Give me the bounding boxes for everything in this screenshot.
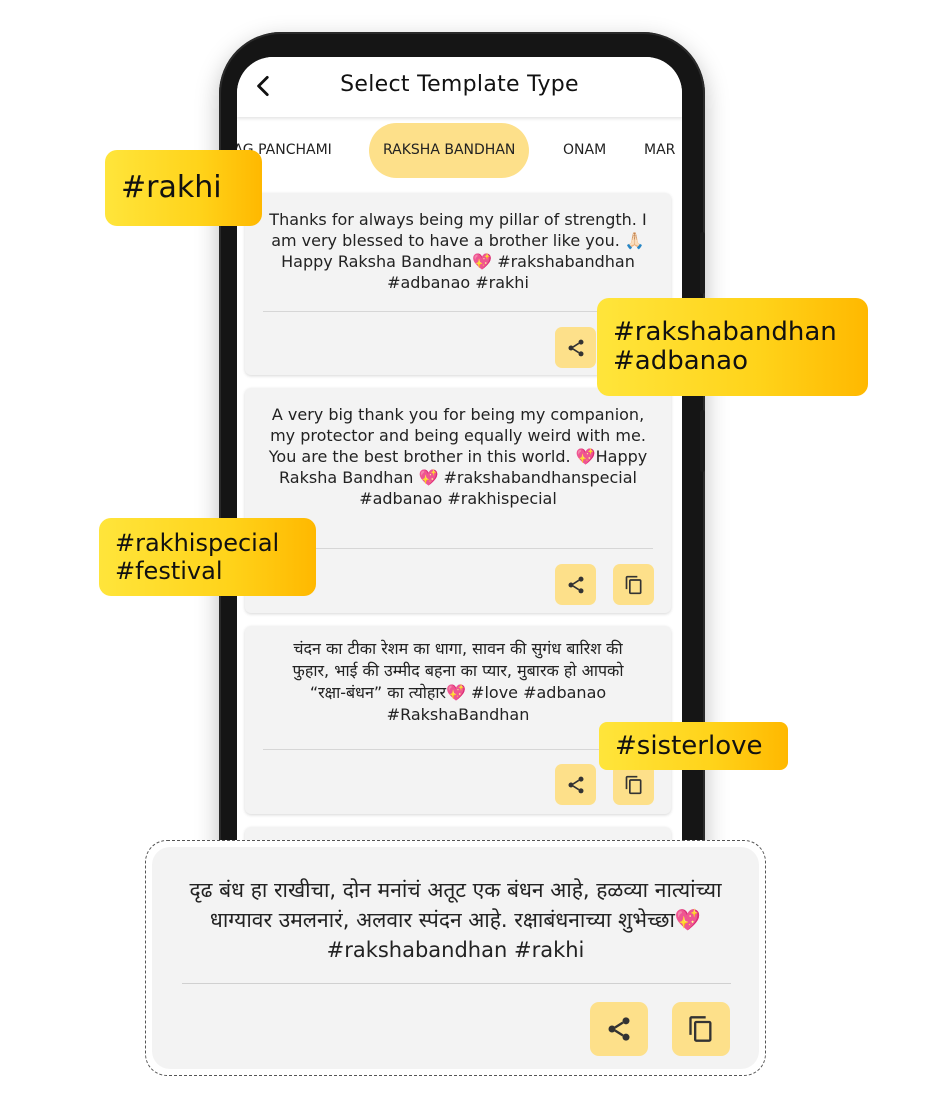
hashtag-text: #rakhi <box>121 170 222 205</box>
hashtag-callout: #rakshabandhan #adbanao <box>597 298 868 396</box>
hashtag-text: #rakhispecial <box>115 529 280 557</box>
page-title: Select Template Type <box>340 72 579 97</box>
tab-nag-panchami[interactable]: NAG PANCHAMI <box>237 142 332 158</box>
template-text: चंदन का टीका रेशम का धागा, सावन की सुगंध… <box>292 639 624 724</box>
template-card: चंदन का टीका रेशम का धागा, सावन की सुगंध… <box>245 626 671 814</box>
share-icon <box>568 776 583 793</box>
category-tabs: NAG PANCHAMI RAKSHA BANDHAN ONAM MAR <box>237 123 682 181</box>
copy-icon <box>689 1016 712 1042</box>
copy-button[interactable] <box>613 764 654 805</box>
tab-onam[interactable]: ONAM <box>563 142 607 158</box>
app-header: Select Template Type <box>237 57 682 117</box>
phone-side-button <box>700 410 705 472</box>
share-button[interactable] <box>555 564 596 605</box>
template-text: दृढ बंध हा राखीचा, दोन मनांचं अतूट एक बं… <box>189 878 722 962</box>
hashtag-callout: #rakhispecial #festival <box>99 518 316 596</box>
app-screen: Select Template Type NAG PANCHAMI RAKSHA… <box>237 57 682 1037</box>
share-icon <box>608 1017 630 1041</box>
copy-icon <box>625 775 641 794</box>
hashtag-text: #festival <box>115 557 223 585</box>
copy-button[interactable] <box>672 1002 730 1056</box>
share-button[interactable] <box>555 327 596 368</box>
hashtag-callout: #rakhi <box>105 150 262 226</box>
template-text: A very big thank you for being my compan… <box>268 405 648 508</box>
card-divider <box>263 749 653 750</box>
template-card: Thanks for always being my pillar of str… <box>245 193 671 375</box>
template-text: Thanks for always being my pillar of str… <box>269 210 647 292</box>
hashtag-callout: #sisterlove <box>599 722 788 770</box>
share-icon <box>568 339 583 356</box>
share-button[interactable] <box>555 764 596 805</box>
card-divider <box>182 983 731 984</box>
featured-card-body: दृढ बंध हा राखीचा, दोन मनांचं अतूट एक बं… <box>152 847 759 1069</box>
share-icon <box>568 576 583 593</box>
back-arrow-icon[interactable] <box>251 73 277 99</box>
template-card: A very big thank you for being my compan… <box>245 388 671 613</box>
card-divider <box>263 548 653 549</box>
copy-button[interactable] <box>613 564 654 605</box>
copy-icon <box>625 575 641 594</box>
hashtag-text: #adbanao <box>613 346 748 376</box>
featured-template-card: दृढ बंध हा राखीचा, दोन मनांचं अतूट एक बं… <box>145 840 766 1076</box>
tab-more[interactable]: MAR <box>644 142 676 158</box>
phone-side-button <box>700 232 705 294</box>
share-button[interactable] <box>590 1002 648 1056</box>
hashtag-text: #sisterlove <box>615 730 763 761</box>
tab-raksha-bandhan[interactable]: RAKSHA BANDHAN <box>369 123 530 178</box>
card-divider <box>263 311 653 312</box>
hashtag-text: #rakshabandhan <box>613 317 837 347</box>
